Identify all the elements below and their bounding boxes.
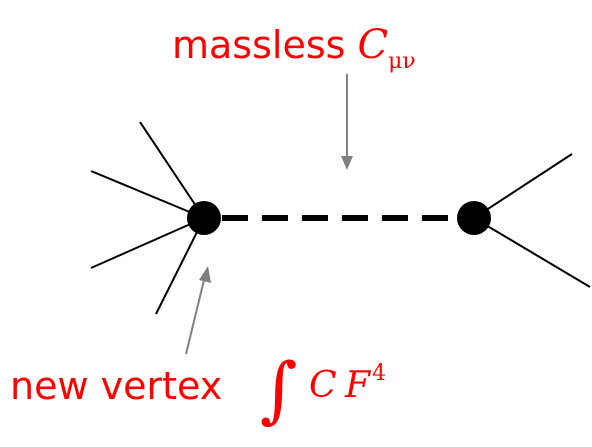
left-external-line-1 xyxy=(139,121,205,219)
left-vertex xyxy=(187,201,221,235)
right-vertex xyxy=(457,201,491,235)
vertex-pointer-arrow xyxy=(185,275,206,355)
right-external-line-2 xyxy=(473,217,591,288)
top-label-text: massless xyxy=(172,23,358,67)
top-label: massless Cμν xyxy=(172,22,416,74)
left-external-line-3 xyxy=(90,217,205,269)
propagator-pointer-arrowhead xyxy=(341,156,353,170)
top-label-symbol: C xyxy=(358,22,389,68)
bottom-label-integral: ∫ xyxy=(260,347,298,431)
bottom-label-exponent: 4 xyxy=(372,361,386,386)
vertex-pointer-arrowhead xyxy=(199,266,211,283)
top-label-subscript: μν xyxy=(388,49,416,74)
right-external-line-1 xyxy=(473,153,573,219)
left-external-line-4 xyxy=(155,217,205,315)
left-external-line-2 xyxy=(90,170,205,219)
bottom-label-text: new vertex xyxy=(10,364,222,408)
bottom-label-field-f: F xyxy=(344,365,372,406)
bottom-label-field-c: C xyxy=(309,365,337,406)
